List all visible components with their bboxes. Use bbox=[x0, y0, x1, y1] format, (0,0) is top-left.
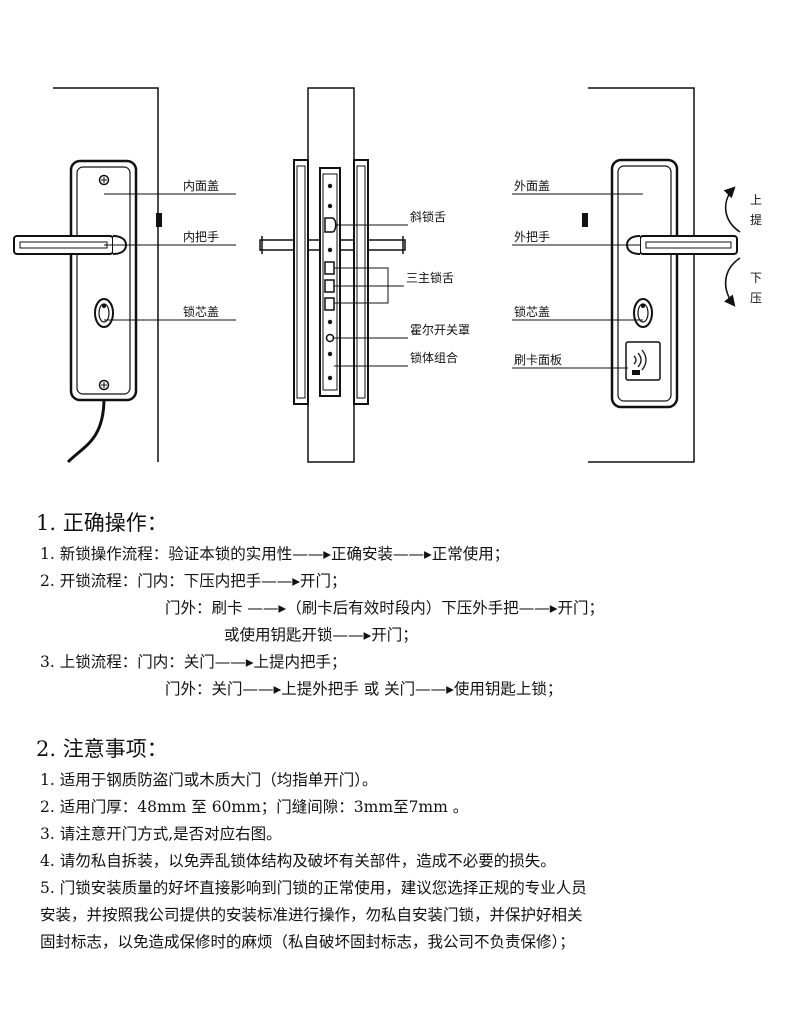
label-press-down-2: 压 bbox=[750, 291, 762, 305]
press-down-arrow bbox=[724, 257, 741, 307]
outer-handle-bar bbox=[639, 235, 738, 255]
note-line-6: 安装，并按照我公司提供的安装标准进行操作，勿私自安装门锁，并保护好相关 bbox=[40, 906, 583, 924]
operation-line-1: 1. 新锁操作流程：验证本锁的实用性——▸正确安装——▸正常使用； bbox=[40, 545, 510, 563]
operation-line-2: 2. 开锁流程：门内：下压内把手——▸开门； bbox=[40, 572, 347, 590]
latch-bolt bbox=[324, 217, 337, 233]
operation-line-6: 门外：关门——▸上提外把手 或 关门——▸使用钥匙上锁； bbox=[165, 680, 563, 698]
operation-line-4: 或使用钥匙开锁——▸开门； bbox=[224, 626, 418, 644]
label-card-panel: 刷卡面板 bbox=[514, 353, 562, 367]
lift-up-arrow bbox=[723, 186, 741, 233]
label-lock-body: 锁体组合 bbox=[410, 350, 458, 365]
main-bolt-3 bbox=[324, 297, 335, 311]
side-outer-plate bbox=[353, 159, 369, 405]
label-inner-cylinder-cover: 锁芯盖 bbox=[183, 304, 219, 319]
label-hall-switch-cover: 霍尔开关罩 bbox=[410, 322, 470, 337]
inner-cover-plate bbox=[69, 159, 138, 402]
note-line-2: 2. 适用门厚：48mm 至 60mm；门缝间隙：3mm至7mm 。 bbox=[40, 798, 469, 816]
inner-cable bbox=[66, 397, 106, 464]
note-line-4: 4. 请勿私自拆装，以免弄乱锁体结构及破坏有关部件，造成不必要的损失。 bbox=[40, 852, 556, 870]
note-line-5: 5. 门锁安装质量的好坏直接影响到门锁的正常使用，建议您选择正规的专业人员 bbox=[40, 879, 587, 897]
side-inner-plate bbox=[293, 159, 309, 405]
label-latch-bolt: 斜锁舌 bbox=[410, 209, 446, 224]
inner-handle-bar bbox=[13, 235, 114, 255]
lock-installation-diagram: 内面盖 内把手 锁芯盖 斜锁舌 三主锁舌 霍尔开关罩 锁体组合 bbox=[13, 87, 762, 464]
section-notes-title: 2. 注意事项： bbox=[36, 737, 168, 761]
inner-door-edge bbox=[53, 87, 159, 462]
outer-view: 外面盖 外把手 锁芯盖 刷卡面板 上 提 下 压 bbox=[512, 87, 762, 463]
label-main-bolts: 三主锁舌 bbox=[406, 270, 454, 285]
outer-spindle bbox=[582, 213, 588, 227]
label-inner-handle: 内把手 bbox=[183, 230, 219, 244]
section-correct-operation-title: 1. 正确操作： bbox=[36, 511, 168, 535]
label-outer-handle: 外把手 bbox=[514, 230, 550, 244]
inner-view: 内面盖 内把手 锁芯盖 bbox=[13, 87, 236, 464]
card-reader-panel bbox=[625, 341, 661, 381]
operation-line-3: 门外：刷卡 ——▸（刷卡后有效时段内）下压外手把——▸开门； bbox=[165, 599, 604, 617]
label-outer-cover: 外面盖 bbox=[514, 179, 550, 193]
main-bolt-1 bbox=[324, 261, 335, 275]
card-wave-icon bbox=[633, 349, 647, 371]
side-view: 斜锁舌 三主锁舌 霍尔开关罩 锁体组合 bbox=[259, 87, 470, 463]
note-line-7: 固封标志，以免造成保修时的麻烦（私自破坏固封标志，我公司不负责保修）； bbox=[40, 933, 575, 951]
label-lift-up-1: 上 bbox=[750, 193, 762, 207]
hall-switch bbox=[325, 333, 335, 343]
inner-spindle bbox=[156, 213, 162, 227]
label-press-down-1: 下 bbox=[750, 271, 762, 285]
note-line-3: 3. 请注意开门方式,是否对应右图。 bbox=[40, 825, 282, 843]
operation-line-5: 3. 上锁流程：门内：关门——▸上提内把手； bbox=[40, 653, 347, 671]
label-outer-cylinder-cover: 锁芯盖 bbox=[514, 304, 550, 319]
outer-door-edge bbox=[588, 87, 695, 463]
label-inner-cover: 内面盖 bbox=[183, 179, 219, 193]
note-line-1: 1. 适用于钢质防盗门或木质大门（均指单开门）。 bbox=[40, 771, 378, 789]
main-bolt-2 bbox=[324, 279, 335, 293]
label-lift-up-2: 提 bbox=[750, 212, 762, 227]
